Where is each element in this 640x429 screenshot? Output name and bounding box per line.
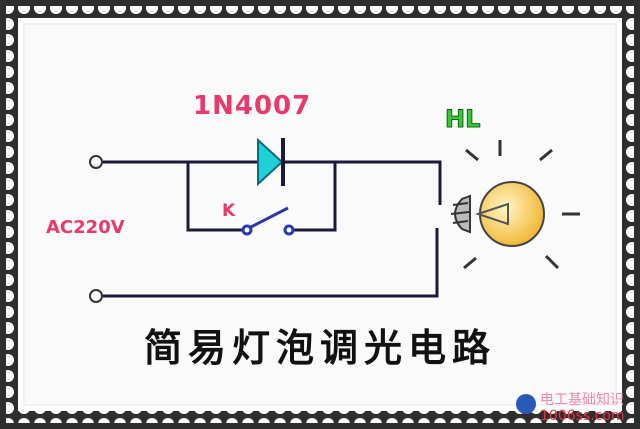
switch-label: K [222,201,236,221]
watermark-text: 电工基础知识 [540,392,624,408]
diagram-title: 简易灯泡调光电路 [143,326,496,370]
diode-label: 1N4007 [193,91,312,121]
bulb-icon [450,140,580,270]
lamp-label: HL [444,105,481,133]
terminal-top [89,155,103,169]
switch-symbol [241,206,295,236]
watermark-logo [516,394,536,414]
terminal-bottom [89,289,103,303]
diode-symbol [257,137,285,187]
watermark: 电工基础知识 1006ss.com [540,393,625,424]
watermark-url: 1006ss.com [540,408,625,424]
wires [103,160,442,298]
source-label: AC220V [46,217,125,238]
